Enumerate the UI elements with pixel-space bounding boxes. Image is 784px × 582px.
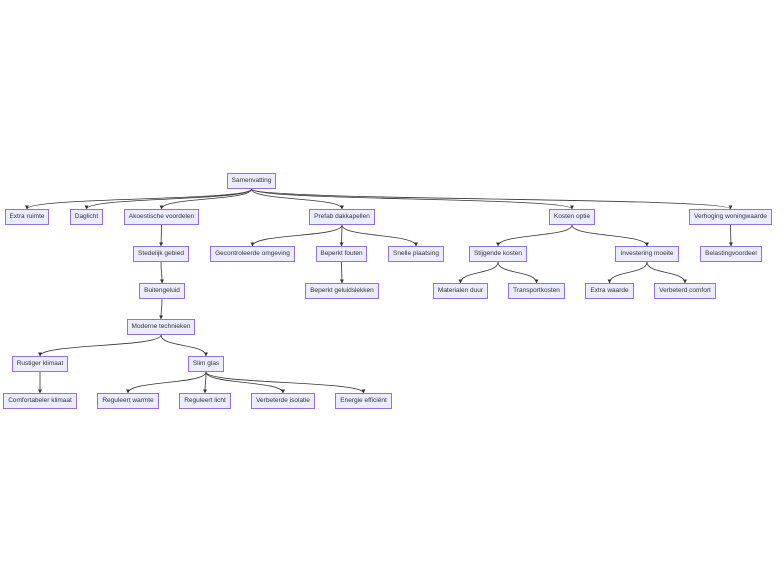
node-comfortabeler-klimaat[interactable]: Comfortabeler klimaat xyxy=(3,393,77,409)
node-beperkt-fouten[interactable]: Beperkt fouten xyxy=(316,246,367,262)
edge-kosten-optie-to-stijgende-kosten xyxy=(496,224,573,247)
node-prefab-dakkapellen[interactable]: Prefab dakkapellen xyxy=(309,209,375,225)
node-energie-efficient[interactable]: Energie efficiënt xyxy=(335,393,392,409)
edge-stijgende-kosten-to-materialen-duur xyxy=(458,261,499,284)
node-beperkt-geluidslekken[interactable]: Beperkt geluidslekken xyxy=(305,283,379,299)
node-extra-waarde[interactable]: Extra waarde xyxy=(585,283,634,299)
edge-stijgende-kosten-to-transportkosten xyxy=(497,261,539,284)
edge-verhoging-woningwaarde-to-belastingvoordeel xyxy=(728,224,733,247)
node-transportkosten[interactable]: Transportkosten xyxy=(508,283,565,299)
edge-root-to-kosten-optie xyxy=(251,188,574,210)
edge-beperkt-fouten-to-beperkt-geluidslekken xyxy=(339,261,344,284)
node-verbeterd-comfort[interactable]: Verbeterd comfort xyxy=(654,283,716,299)
edge-prefab-dakkapellen-to-snelle-plaatsing xyxy=(341,224,418,247)
edge-slim-glas-to-verbeterde-isolatie xyxy=(205,371,285,394)
edge-slim-glas-to-reguleert-warmte xyxy=(126,371,207,394)
node-belastingvoordeel[interactable]: Belastingvoordeel xyxy=(700,246,762,262)
node-stedelijk-gebied[interactable]: Stedelijk gebied xyxy=(133,246,189,262)
node-stijgende-kosten[interactable]: Stijgende kosten xyxy=(469,246,527,262)
node-rustiger-klimaat[interactable]: Rustiger klimaat xyxy=(12,356,68,372)
node-buitengeluid[interactable]: Buitengeluid xyxy=(139,283,185,299)
node-extra-ruimte[interactable]: Extra ruimte xyxy=(5,209,49,225)
node-akoestische-voordelen[interactable]: Akoestische voordelen xyxy=(124,209,199,225)
edge-slim-glas-to-reguleert-licht xyxy=(203,371,208,394)
edge-slim-glas-to-energie-efficient xyxy=(205,371,366,394)
node-gecontroleerde-omgeving[interactable]: Gecontroleerde omgeving xyxy=(210,246,295,262)
node-reguleert-warmte[interactable]: Reguleert warmte xyxy=(97,393,159,409)
node-slim-glas[interactable]: Slim glas xyxy=(188,356,224,372)
edge-root-to-verhoging-woningwaarde xyxy=(251,188,733,210)
node-samenvatting[interactable]: Samenvatting xyxy=(227,173,276,189)
node-verhoging-woningwaarde[interactable]: Verhoging woningwaarde xyxy=(689,209,772,225)
edge-akoestische-voordelen-to-stedelijk-gebied xyxy=(159,224,164,247)
node-kosten-optie[interactable]: Kosten optie xyxy=(549,209,595,225)
edge-moderne-technieken-to-rustiger-klimaat xyxy=(38,334,162,357)
edge-prefab-dakkapellen-to-gecontroleerde-omgeving xyxy=(250,224,343,247)
node-materialen-duur[interactable]: Materialen duur xyxy=(433,283,488,299)
edge-root-to-prefab-dakkapellen xyxy=(251,188,344,210)
edge-kosten-optie-to-investering-moeite xyxy=(571,224,649,247)
node-verbeterde-isolatie[interactable]: Verbeterde isolatie xyxy=(251,393,315,409)
edge-prefab-dakkapellen-to-beperkt-fouten xyxy=(339,224,344,247)
node-daglicht[interactable]: Daglicht xyxy=(70,209,103,225)
node-snelle-plaatsing[interactable]: Snelle plaatsing xyxy=(388,246,444,262)
edge-root-to-extra-ruimte xyxy=(25,188,252,210)
edge-investering-moeite-to-extra-waarde xyxy=(607,261,648,284)
edge-root-to-daglicht xyxy=(84,188,252,210)
node-moderne-technieken[interactable]: Moderne technieken xyxy=(127,319,195,335)
edge-moderne-technieken-to-slim-glas xyxy=(160,334,208,357)
node-reguleert-licht[interactable]: Reguleert licht xyxy=(179,393,231,409)
edge-stedelijk-gebied-to-buitengeluid xyxy=(159,261,164,284)
edge-investering-moeite-to-verbeterd-comfort xyxy=(646,261,687,284)
node-investering-moeite[interactable]: Investering moeite xyxy=(615,246,679,262)
edge-root-to-akoestische-voordelen xyxy=(159,188,252,210)
edge-buitengeluid-to-moderne-technieken xyxy=(159,298,164,320)
